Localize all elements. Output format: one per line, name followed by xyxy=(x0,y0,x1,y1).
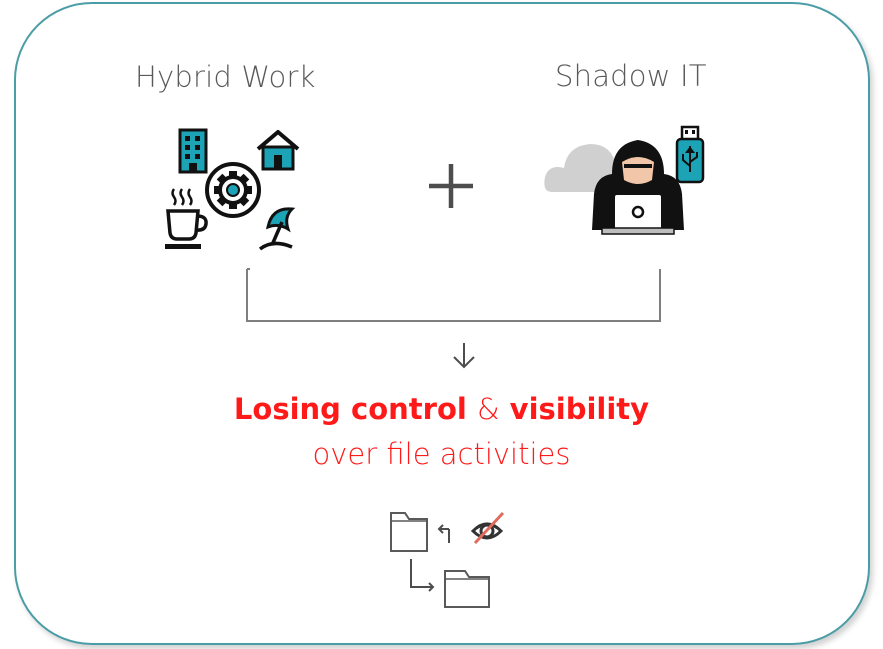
connector-bracket xyxy=(246,268,661,369)
coffee-cup-icon xyxy=(165,188,208,249)
hacker-icon xyxy=(592,140,684,235)
file-activity-icon-group xyxy=(390,511,505,608)
losing-control-text: Losing control xyxy=(233,392,467,426)
plus-icon xyxy=(429,164,473,208)
home-icon xyxy=(256,130,300,171)
arrow-icon xyxy=(410,559,435,592)
diagram-frame xyxy=(14,2,870,645)
arrow-icon xyxy=(437,524,450,543)
beach-umbrella-icon xyxy=(258,207,296,251)
building-icon xyxy=(178,128,208,174)
hidden-eye-icon xyxy=(470,511,505,545)
result-headline: Losing control & visibility xyxy=(0,392,883,426)
folder-icon xyxy=(390,512,428,552)
visibility-text: visibility xyxy=(509,392,650,426)
usb-drive-icon xyxy=(675,125,705,184)
down-arrow-icon xyxy=(453,343,475,369)
hybrid-work-title: Hybrid Work xyxy=(135,60,316,94)
ampersand-text: & xyxy=(476,392,500,426)
hybrid-work-icon-group xyxy=(165,128,300,251)
gear-icon xyxy=(205,162,261,218)
result-subline: over file activities xyxy=(312,437,571,471)
shadow-it-icon-group xyxy=(544,125,705,235)
folder-icon xyxy=(444,570,490,608)
shadow-it-title: Shadow IT xyxy=(555,59,707,93)
